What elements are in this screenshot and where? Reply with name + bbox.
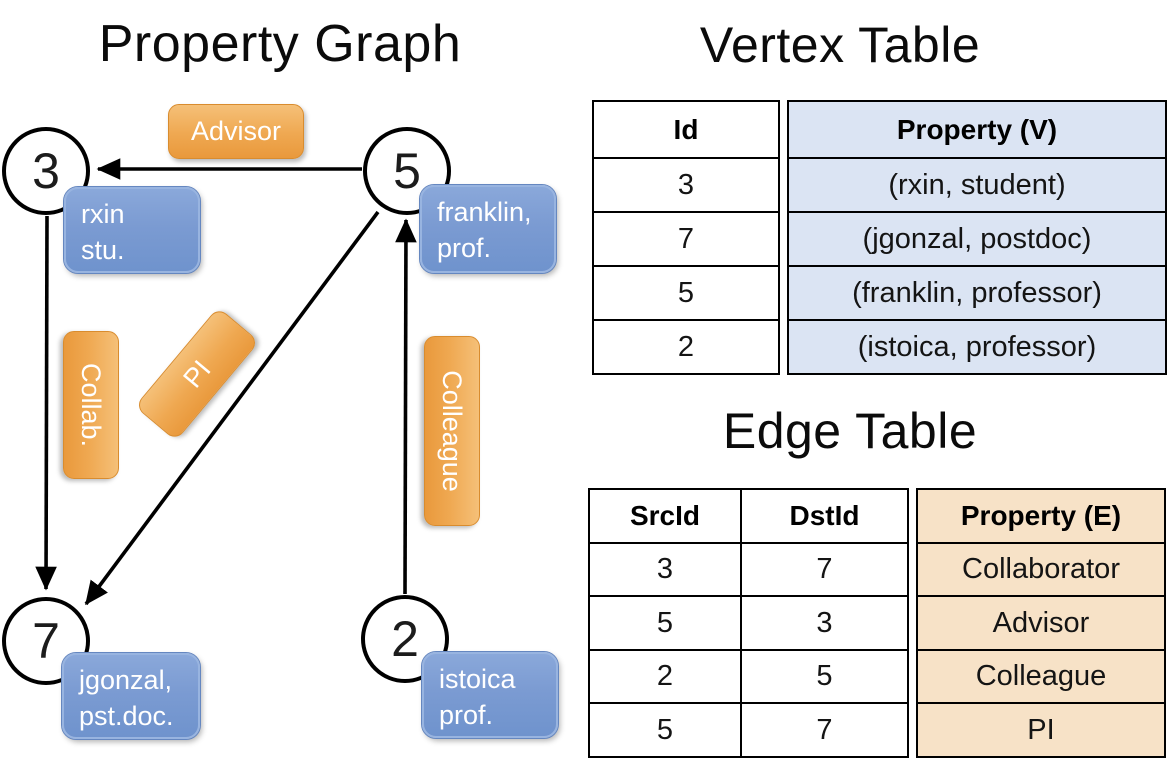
node-3-property-label: rxin stu.	[63, 186, 201, 274]
vertex-row-property: (istoica, professor)	[787, 319, 1167, 375]
edge-label-collab: Collab.	[63, 331, 119, 479]
edge-row-property: Colleague	[916, 649, 1166, 704]
vertex-row-id: 7	[592, 211, 780, 267]
edge-col-header-srcid: SrcId	[588, 488, 742, 544]
vertex-col-header-property: Property (V)	[787, 100, 1167, 159]
vertex-table-title: Vertex Table	[699, 17, 981, 73]
edge-row-dstid: 3	[740, 595, 909, 651]
vertex-row-property: (franklin, professor)	[787, 265, 1167, 321]
vertex-table: Id 3 7 5 2 Property (V) (rxin, student) …	[592, 100, 1167, 375]
edge-row-property: PI	[916, 702, 1166, 758]
edge-3-to-7	[35, 215, 57, 591]
edge-row-dstid: 7	[740, 702, 909, 758]
edge-label-advisor-text: Advisor	[190, 116, 282, 146]
edge-col-header-property: Property (E)	[916, 488, 1166, 544]
node-3-id: 3	[32, 143, 60, 199]
node-7-id: 7	[32, 613, 60, 669]
vertex-row-property: (jgonzal, postdoc)	[787, 211, 1167, 267]
edge-label-advisor: Advisor	[168, 104, 304, 159]
edge-row-dstid: 7	[740, 542, 909, 597]
node-2: 2	[361, 595, 449, 683]
edge-table: SrcId DstId 3 7 5 3 2 5 5 7 Property (E)…	[588, 488, 1166, 758]
edge-row-srcid: 2	[588, 649, 742, 704]
edge-col-header-dstid: DstId	[740, 488, 909, 544]
edge-row-srcid: 3	[588, 542, 742, 597]
edge-2-to-5	[395, 218, 417, 595]
node-2-property-label: istoica prof.	[421, 651, 559, 739]
node-5: 5	[363, 127, 451, 215]
edge-row-srcid: 5	[588, 702, 742, 758]
edge-label-pi-text: PI	[176, 354, 217, 394]
vertex-property-column: Property (V) (rxin, student) (jgonzal, p…	[787, 100, 1167, 375]
node-5-property-label: franklin, prof.	[419, 184, 557, 274]
node-3-property-line1: rxin	[81, 199, 125, 229]
edge-row-dstid: 5	[740, 649, 909, 704]
vertex-col-header-id: Id	[592, 100, 780, 159]
property-graph-title: Property Graph	[98, 15, 462, 73]
node-2-property-line1: istoica	[439, 664, 516, 694]
node-7-property-label: jgonzal, pst.doc.	[61, 652, 201, 740]
node-3-property-line2: stu.	[81, 234, 125, 265]
edge-row-property: Collaborator	[916, 542, 1166, 597]
vertex-id-column: Id 3 7 5 2	[592, 100, 780, 375]
node-2-property-line2: prof.	[439, 699, 494, 730]
node-5-property-line1: franklin,	[437, 197, 532, 227]
vertex-row-id: 3	[592, 157, 780, 213]
node-5-property-line2: prof.	[437, 232, 492, 263]
graph-edges	[35, 158, 417, 606]
edge-5-to-7	[84, 210, 380, 606]
node-2-id: 2	[391, 611, 419, 667]
edge-row-srcid: 5	[588, 595, 742, 651]
edge-label-collab-text: Collab.	[76, 362, 107, 448]
vertex-row-id: 2	[592, 319, 780, 375]
edge-row-property: Advisor	[916, 595, 1166, 651]
edge-label-colleague-text: Colleague	[437, 370, 468, 492]
edge-table-title: Edge Table	[722, 403, 978, 459]
edge-property-column: Property (E) Collaborator Advisor Collea…	[916, 488, 1166, 758]
edge-label-colleague: Colleague	[424, 336, 480, 526]
edge-id-columns: SrcId DstId 3 7 5 3 2 5 5 7	[588, 488, 909, 758]
vertex-row-id: 5	[592, 265, 780, 321]
vertex-row-property: (rxin, student)	[787, 157, 1167, 213]
node-7-property-line1: jgonzal,	[79, 665, 173, 695]
node-5-id: 5	[393, 143, 421, 199]
node-7-property-line2: pst.doc.	[79, 700, 174, 731]
